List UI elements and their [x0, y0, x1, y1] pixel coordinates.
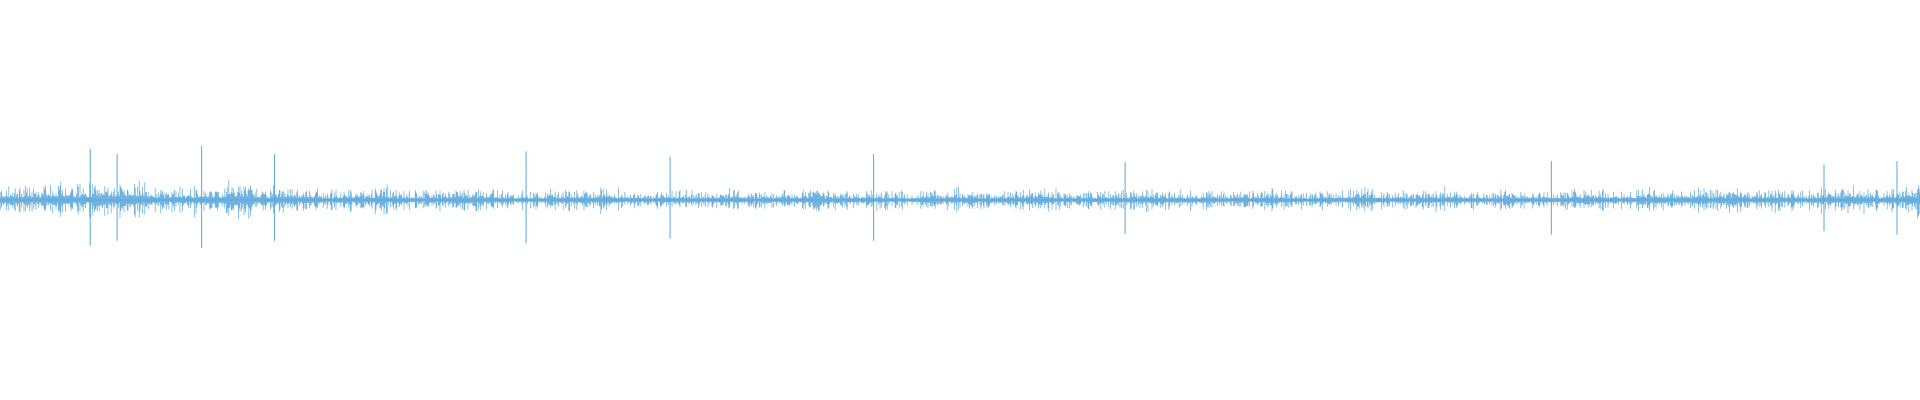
waveform-trace	[0, 180, 1920, 220]
